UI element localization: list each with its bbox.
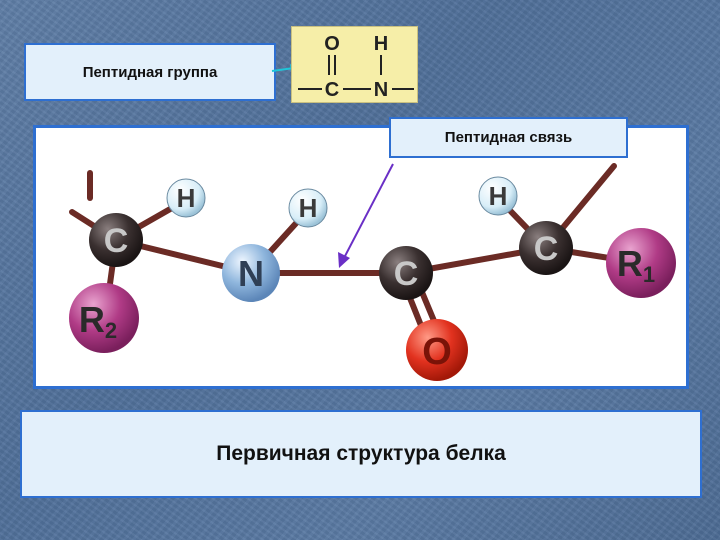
atom-r1-label: R1: [617, 243, 655, 287]
peptide-group-text: Пептидная группа: [82, 63, 218, 81]
molecule-svg: H C R2 H N C O H C R1: [69, 163, 676, 381]
peptide-bond-arrowhead: [338, 252, 350, 268]
formula-svg: O H C N: [298, 33, 414, 101]
atom-r1-main: R: [617, 243, 643, 284]
formula-hydrogen: H: [374, 33, 388, 55]
formula-nitrogen: N: [374, 79, 388, 101]
peptide-bond-arrow: [343, 163, 394, 259]
slide-title: Первичная структура белка: [216, 442, 506, 465]
slide-title-box: Первичная структура белка: [20, 410, 702, 498]
atom-h-left: [166, 178, 206, 218]
atom-c-right-label: C: [534, 230, 559, 268]
atom-c-right: [519, 221, 573, 275]
atom-r1-sub: 1: [643, 262, 655, 287]
atom-c-center: [379, 246, 433, 300]
peptide-group-label: Пептидная группа: [24, 43, 276, 101]
formula-carbon: C: [325, 79, 339, 101]
atom-o: [406, 319, 468, 381]
formula-oxygen: O: [324, 33, 340, 55]
peptide-bond-label: Пептидная связь: [389, 117, 628, 158]
atom-r2-sub: 2: [105, 318, 117, 343]
peptide-bond-text: Пептидная связь: [444, 129, 573, 146]
atom-h-right-label: H: [489, 181, 508, 211]
atom-r1: [606, 228, 676, 298]
atom-r2: [69, 283, 139, 353]
molecule-panel: H C R2 H N C O H C R1: [33, 125, 689, 389]
atom-n: [222, 244, 280, 302]
atom-h-left-label: H: [177, 183, 196, 213]
atom-c-center-label: C: [394, 255, 419, 293]
atom-h-n: [288, 188, 328, 228]
atom-r2-main: R: [79, 299, 105, 340]
atom-n-label: N: [238, 253, 264, 294]
atom-c-left-label: C: [104, 222, 129, 260]
atom-h-right: [478, 176, 518, 216]
atom-o-label: O: [422, 331, 452, 373]
atom-h-n-label: H: [299, 193, 318, 223]
atom-c-left: [89, 213, 143, 267]
peptide-group-formula: O H C N: [291, 26, 418, 103]
atom-r2-label: R2: [79, 299, 117, 343]
